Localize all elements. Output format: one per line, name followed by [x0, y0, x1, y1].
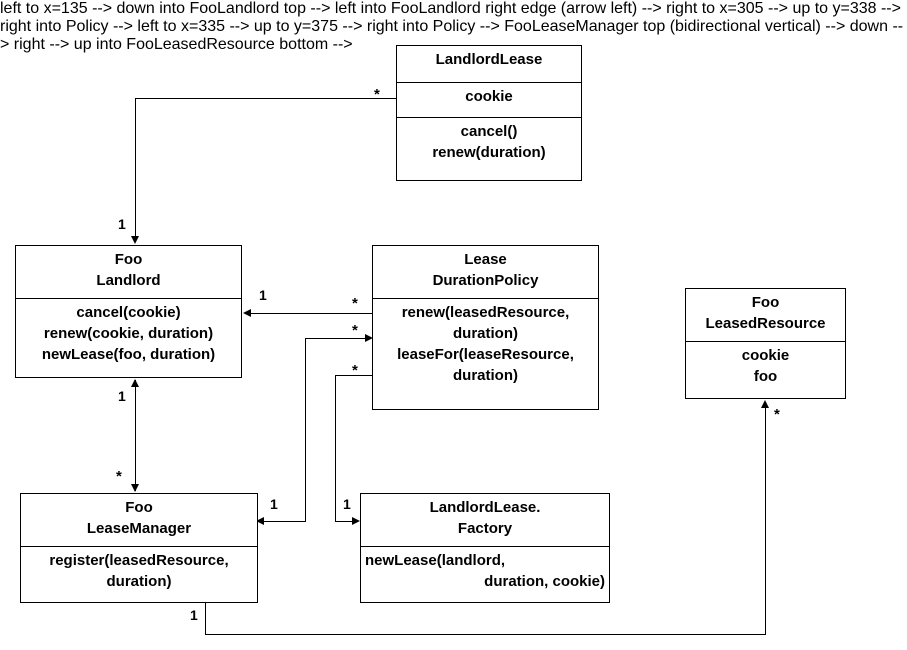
- class-box-foo-leased-resource[interactable]: Foo LeasedResource cookie foo: [685, 288, 846, 399]
- class-name-compartment: Foo Landlord: [16, 246, 241, 298]
- attribute-line: foo: [753, 368, 778, 385]
- arrowhead-left-icon: [256, 517, 264, 525]
- operation-line: duration, cookie): [484, 573, 605, 590]
- multiplicity-label: 1: [118, 388, 126, 404]
- arrowhead-right-icon: [365, 334, 373, 342]
- arrowhead-down-icon: [131, 236, 139, 244]
- operation-line: newLease(landlord,: [365, 552, 506, 569]
- multiplicity-label: 1: [259, 287, 267, 303]
- arrowhead-up-icon: [131, 379, 139, 387]
- arrowhead-right-icon: [352, 517, 360, 525]
- association-line-factory-to-policy: [335, 375, 372, 376]
- multiplicity-label: *: [116, 468, 122, 485]
- operation-line: renew(leasedResource,: [401, 304, 570, 321]
- operation-line: leaseFor(leaseResource,: [397, 346, 574, 363]
- operation-line: duration): [106, 573, 172, 590]
- operation-line: cancel(cookie): [76, 304, 181, 321]
- class-name-compartment: Lease DurationPolicy: [373, 246, 598, 298]
- class-name-line: Foo: [751, 294, 780, 311]
- operation-line: newLease(foo, duration): [41, 346, 216, 363]
- class-box-foo-landlord[interactable]: Foo Landlord cancel(cookie) renew(cookie…: [15, 245, 242, 378]
- operation-line: renew(duration): [432, 144, 546, 161]
- multiplicity-label: 1: [343, 496, 351, 512]
- association-line-factory-to-policy: [335, 521, 357, 522]
- association-line-policy-to-landlord: [250, 313, 372, 314]
- class-operations-compartment: newLease(landlord, duration, cookie): [361, 546, 609, 603]
- operation-line: duration): [453, 325, 518, 342]
- class-name-line: Lease: [464, 251, 507, 268]
- class-operations-compartment: cancel(cookie) renew(cookie, duration) n…: [16, 298, 241, 378]
- association-line-lease-to-landlord: [135, 98, 397, 99]
- operation-line: renew(cookie, duration): [43, 325, 214, 342]
- multiplicity-label: 1: [270, 496, 278, 512]
- multiplicity-label: 1: [190, 607, 198, 623]
- arrowhead-up-icon: [761, 400, 769, 408]
- class-name-line: LandlordLease.: [429, 499, 541, 516]
- class-name-compartment: Foo LeasedResource: [686, 289, 845, 341]
- association-line-manager-to-policy: [305, 338, 306, 521]
- class-operations-compartment: cancel() renew(duration): [397, 117, 581, 182]
- operation-line: register(leasedResource,: [49, 552, 229, 569]
- association-line-manager-to-resource: [765, 408, 766, 634]
- attribute-line: cookie: [465, 88, 513, 105]
- class-box-lease-duration-policy[interactable]: Lease DurationPolicy renew(leasedResourc…: [372, 245, 599, 410]
- class-name-line: Foo: [125, 499, 153, 516]
- class-name-line: Factory: [457, 520, 513, 537]
- class-box-landlord-lease[interactable]: LandlordLease cookie cancel() renew(dura…: [396, 45, 582, 181]
- class-name-line: DurationPolicy: [432, 272, 539, 289]
- class-name-line: Landlord: [96, 272, 161, 289]
- association-line-manager-to-policy: [305, 338, 367, 339]
- multiplicity-label: *: [352, 295, 358, 312]
- operation-line: duration): [453, 367, 518, 384]
- class-name-line: LeasedResource: [705, 315, 826, 332]
- association-line-manager-to-policy: [262, 521, 306, 522]
- association-line-landlord-to-manager: [135, 380, 136, 491]
- multiplicity-label: *: [352, 322, 358, 339]
- class-name-compartment: LandlordLease. Factory: [361, 494, 609, 546]
- class-attributes-compartment: cookie: [397, 82, 581, 117]
- association-line-manager-to-resource: [205, 603, 206, 634]
- class-name-line: Foo: [114, 251, 143, 268]
- class-operations-compartment: register(leasedResource, duration): [21, 546, 257, 603]
- class-name-compartment: LandlordLease: [397, 46, 581, 82]
- multiplicity-label: 1: [118, 216, 126, 232]
- class-box-landlord-lease-factory[interactable]: LandlordLease. Factory newLease(landlord…: [360, 493, 610, 603]
- operation-line: cancel(): [460, 123, 518, 140]
- association-line-lease-to-landlord: [135, 98, 136, 238]
- multiplicity-label: *: [774, 406, 780, 423]
- multiplicity-label: *: [374, 86, 380, 103]
- class-name-line: LandlordLease: [435, 51, 543, 68]
- arrowhead-down-icon: [131, 484, 139, 492]
- class-name-line: LeaseManager: [86, 520, 192, 537]
- association-line-manager-to-resource: [205, 634, 766, 635]
- attribute-line: cookie: [741, 347, 790, 364]
- multiplicity-label: *: [352, 362, 358, 379]
- class-attributes-compartment: cookie foo: [686, 341, 845, 399]
- arrowhead-left-icon: [243, 309, 251, 317]
- association-line-factory-to-policy: [335, 375, 336, 521]
- class-operations-compartment: renew(leasedResource, duration) leaseFor…: [373, 298, 598, 410]
- class-box-foo-lease-manager[interactable]: Foo LeaseManager register(leasedResource…: [20, 493, 258, 603]
- class-name-compartment: Foo LeaseManager: [21, 494, 257, 546]
